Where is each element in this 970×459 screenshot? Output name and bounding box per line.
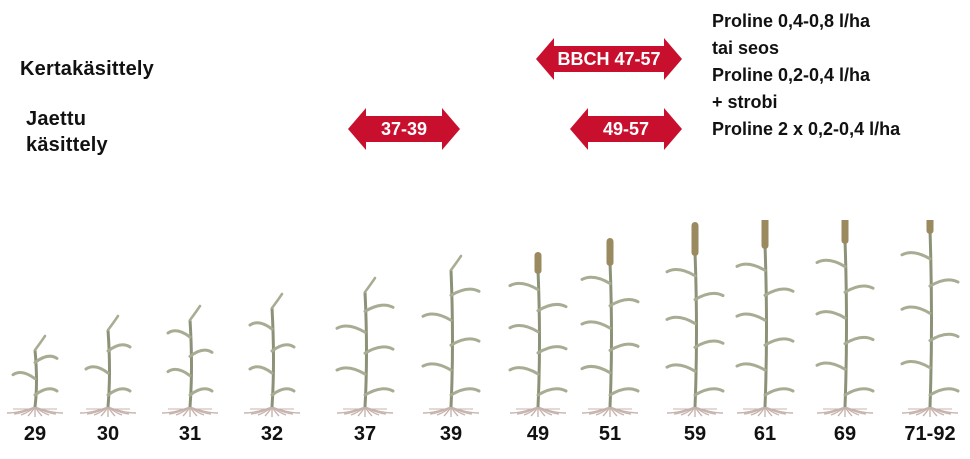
stage-label: 31 — [178, 423, 202, 445]
plant-stage-figure — [421, 254, 481, 417]
split-treatment-label: Jaettu käsittely — [26, 106, 108, 158]
plant-stage-figure — [815, 220, 875, 417]
plant-stage-figure — [580, 238, 640, 417]
double-arrow-icon — [536, 38, 682, 80]
dosage-line: Proline 0,2-0,4 l/ha — [712, 65, 871, 85]
dosage-line: Proline 0,4-0,8 l/ha — [712, 11, 871, 31]
stage-label: 29 — [23, 423, 47, 445]
stage-label: 59 — [683, 423, 707, 445]
stage-label: 51 — [598, 423, 622, 445]
arrow-split-second-label: 49-57 — [602, 119, 650, 139]
dosage-line: + strobi — [712, 92, 778, 112]
stage-label: 69 — [833, 423, 857, 445]
plant-stage-figure — [508, 252, 568, 417]
dosage-text-block: Proline 0,4-0,8 l/ha tai seos Proline 0,… — [712, 8, 900, 143]
double-arrow-icon — [570, 108, 682, 150]
plant-stage-figure — [79, 314, 137, 417]
single-treatment-label: Kertakäsittely — [20, 58, 154, 80]
double-arrow-icon — [348, 108, 460, 150]
arrow-split-first-label: 37-39 — [380, 119, 428, 139]
arrow-single-label: BBCH 47-57 — [557, 49, 661, 69]
split-treatment-label-line1: Jaettu — [26, 108, 87, 130]
stage-label: 37 — [353, 423, 377, 445]
plant-growth-illustration — [6, 220, 960, 417]
plant-stage-figure — [900, 220, 960, 417]
stage-label: 71-92 — [904, 423, 956, 445]
stage-label: 61 — [753, 423, 777, 445]
plant-stage-figure — [161, 304, 219, 417]
plant-stage-figure — [665, 222, 725, 417]
plant-stage-figure — [735, 220, 795, 417]
plant-stage-figure — [6, 334, 64, 417]
dosage-line: Proline 2 x 0,2-0,4 l/ha — [712, 119, 901, 139]
split-treatment-label-line2: käsittely — [26, 134, 108, 156]
arrow-split-second: 49-57 — [570, 108, 682, 150]
arrow-split-first: 37-39 — [348, 108, 460, 150]
stage-label: 32 — [260, 423, 284, 445]
stage-label: 30 — [96, 423, 120, 445]
stage-label: 39 — [439, 423, 463, 445]
dosage-line: tai seos — [712, 38, 780, 58]
stage-label: 49 — [526, 423, 550, 445]
plant-stage-figure — [243, 292, 301, 417]
arrow-single-timing: BBCH 47-57 — [536, 38, 682, 80]
plant-stage-figure — [335, 276, 395, 417]
